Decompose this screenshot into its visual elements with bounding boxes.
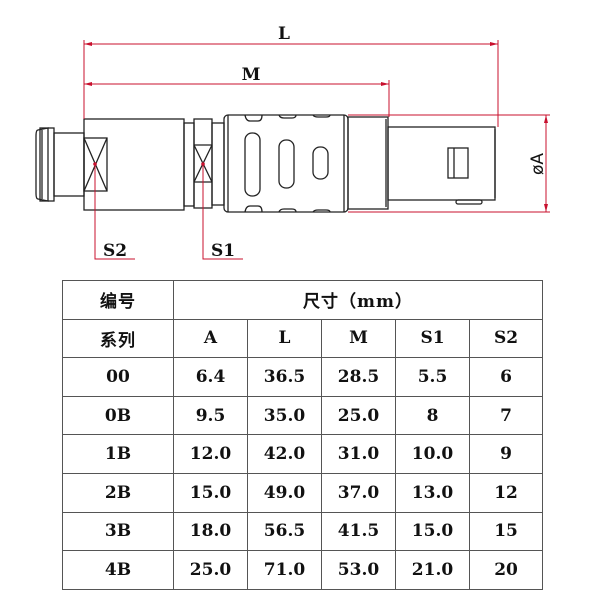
table-header-row-2: 系列 A L M S1 S2 (62, 318, 544, 359)
table-row: 4B 25.0 71.0 53.0 21.0 20 (62, 550, 544, 590)
cell-S1: 13.0 (395, 472, 470, 513)
dimension-label-A: øA (528, 153, 548, 175)
header-col-A: A (173, 318, 248, 359)
table-row: 0B 9.5 35.0 25.0 8 7 (62, 395, 544, 436)
cell-S2: 12 (468, 472, 544, 513)
header-series: 系列 (62, 318, 174, 359)
header-col-S1: S1 (395, 318, 470, 359)
header-col-S2: S2 (468, 318, 544, 359)
cell-M: 41.5 (321, 511, 396, 552)
cell-A: 6.4 (173, 357, 248, 397)
cell-series: 4B (62, 550, 174, 590)
dimension-label-S2: S2 (103, 241, 127, 261)
table-row: 3B 18.0 56.5 41.5 15.0 15 (62, 511, 544, 552)
cell-S1: 15.0 (395, 511, 470, 552)
cell-S2: 7 (468, 395, 544, 436)
cell-M: 37.0 (321, 472, 396, 513)
dimension-spec-table: 编号 尺寸（mm） 系列 A L M S1 S2 00 6.4 36.5 28.… (62, 280, 544, 590)
cell-series: 00 (62, 357, 174, 397)
dimension-label-L: L (278, 24, 290, 44)
connector-outline (35, 114, 496, 213)
table-row: 2B 15.0 49.0 37.0 13.0 12 (62, 472, 544, 513)
header-size-mm: 尺寸（mm） (172, 280, 544, 320)
cell-S2: 6 (468, 357, 544, 397)
dimension-arrows (84, 42, 548, 212)
cell-series: 3B (62, 511, 174, 552)
cell-L: 71.0 (247, 550, 322, 590)
table-header-row-1: 编号 尺寸（mm） (62, 280, 544, 320)
cell-L: 36.5 (247, 357, 322, 397)
cell-M: 53.0 (321, 550, 396, 590)
cell-series: 0B (62, 395, 174, 436)
header-code: 编号 (62, 280, 174, 320)
cell-S1: 5.5 (395, 357, 470, 397)
table-row: 00 6.4 36.5 28.5 5.5 6 (62, 357, 544, 397)
cell-L: 49.0 (247, 472, 322, 513)
dimension-lines (83, 40, 550, 260)
cell-L: 56.5 (247, 511, 322, 552)
cell-A: 12.0 (173, 434, 248, 474)
cell-M: 31.0 (321, 434, 396, 474)
cell-A: 18.0 (173, 511, 248, 552)
header-col-L: L (247, 318, 322, 359)
cell-A: 25.0 (173, 550, 248, 590)
cell-S2: 9 (468, 434, 544, 474)
dimension-label-S1: S1 (211, 241, 235, 261)
cell-A: 15.0 (173, 472, 248, 513)
connector-technical-drawing: L M øA S2 S1 (35, 24, 550, 261)
cell-A: 9.5 (173, 395, 248, 436)
cell-L: 35.0 (247, 395, 322, 436)
cell-S2: 20 (468, 550, 544, 590)
cell-L: 42.0 (247, 434, 322, 474)
cell-series: 2B (62, 472, 174, 513)
table-row: 1B 12.0 42.0 31.0 10.0 9 (62, 434, 544, 474)
cell-S2: 15 (468, 511, 544, 552)
cell-S1: 8 (395, 395, 470, 436)
cell-series: 1B (62, 434, 174, 474)
cell-M: 25.0 (321, 395, 396, 436)
header-col-M: M (321, 318, 396, 359)
dimension-label-M: M (242, 65, 261, 85)
cell-S1: 21.0 (395, 550, 470, 590)
cell-S1: 10.0 (395, 434, 470, 474)
cell-M: 28.5 (321, 357, 396, 397)
